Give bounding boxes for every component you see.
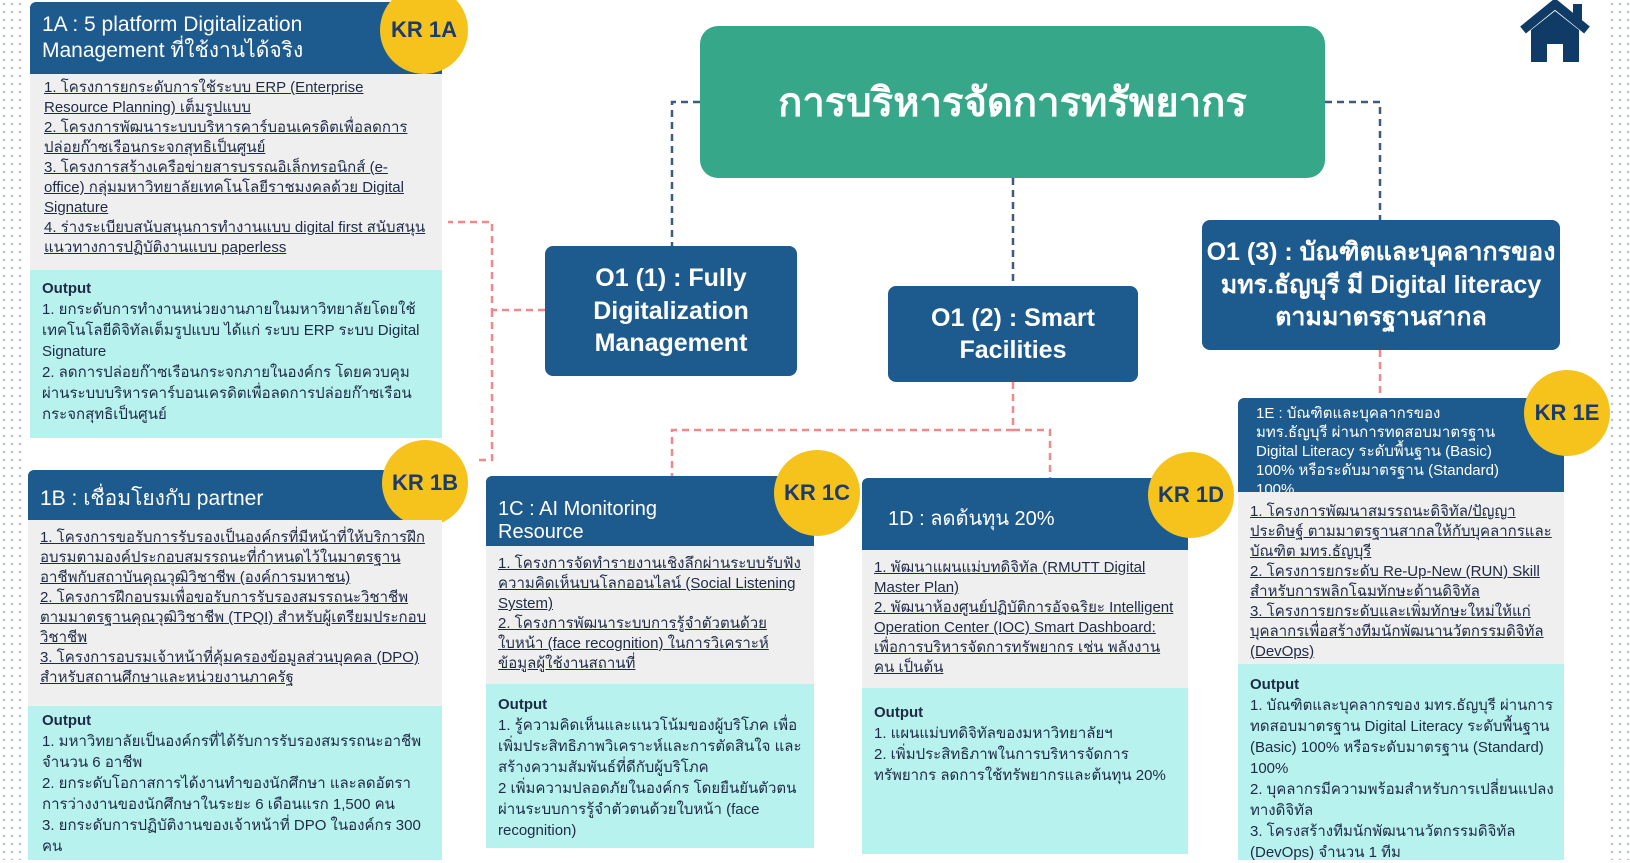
- output-item: 2. บุคลากรมีความพร้อมสำหรับการเปลี่ยนแปล…: [1250, 781, 1554, 819]
- kr1b-badge: KR 1B: [382, 440, 468, 526]
- list-item[interactable]: 1. โครงการจัดทำรายงานเชิงลึกผ่านระบบรับฟ…: [498, 555, 801, 612]
- kr1c-project-list: 1. โครงการจัดทำรายงานเชิงลึกผ่านระบบรับฟ…: [486, 546, 814, 684]
- connector-o1-kr1b: [478, 310, 494, 462]
- connector-o2-kr1c: [670, 428, 1013, 476]
- output-item: 1. รู้ความคิดเห็นและแนวโน้มของผู้บริโภค …: [498, 717, 802, 776]
- kr1b-project-list: 1. โครงการขอรับการรับรองเป็นองค์กรที่มีห…: [28, 520, 442, 706]
- output-label: Output: [498, 696, 548, 713]
- output-item: 2 เพิ่มความปลอดภัยในองค์กร โดยยืนยันตัวต…: [498, 780, 797, 839]
- objective-o2: O1 (2) : Smart Facilities: [888, 286, 1138, 382]
- kr1e-badge: KR 1E: [1524, 370, 1610, 456]
- output-item: 2. ยกระดับโอกาสการได้งานทำของนักศึกษา แล…: [42, 775, 411, 813]
- kr1a-badge: KR 1A: [380, 0, 468, 74]
- list-item[interactable]: 3. โครงการอบรมเจ้าหน้าที่คุ้มครองข้อมูลส…: [40, 649, 419, 686]
- kr1d-badge: KR 1D: [1148, 452, 1234, 538]
- list-item[interactable]: 1. โครงการยกระดับการใช้ระบบ ERP (Enterpr…: [44, 79, 364, 116]
- output-item: 1. แผนแม่บทดิจิทัลของมหาวิทยาลัยฯ: [874, 725, 1113, 742]
- output-item: 1. บัณฑิตและบุคลากรของ มทร.ธัญบุรี ผ่านก…: [1250, 697, 1553, 777]
- list-item[interactable]: 1. โครงการพัฒนาสมรรถนะดิจิทัล/ปัญญาประดิ…: [1250, 503, 1552, 560]
- objective-o1: O1 (1) : Fully Digitalization Management: [545, 246, 797, 376]
- kr1b-output: Output 1. มหาวิทยาลัยเป็นองค์กรที่ได้รับ…: [28, 706, 442, 860]
- list-item[interactable]: 3. โครงการสร้างเครือข่ายสารบรรณอิเล็กทรอ…: [44, 159, 404, 216]
- kr1d-header: 1D : ลดต้นทุน 20%: [862, 478, 1188, 550]
- output-item: 3. โครงสร้างทีมนักพัฒนานวัตกรรมดิจิทัล (…: [1250, 823, 1516, 861]
- list-item[interactable]: 2. โครงการฝึกอบรมเพื่อขอรับการรับรองสมรร…: [40, 589, 427, 646]
- list-item[interactable]: 1. พัฒนาแผนแม่บทดิจิทัล (RMUTT Digital M…: [874, 559, 1146, 596]
- kr1a-output: Output 1. ยกระดับการทำงานหน่วยงานภายในมห…: [30, 270, 442, 438]
- objective-o3: O1 (3) : บัณฑิตและบุคลากรของ มทร.ธัญบุรี…: [1202, 220, 1560, 350]
- list-item[interactable]: 1. โครงการขอรับการรับรองเป็นองค์กรที่มีห…: [40, 529, 425, 586]
- kr1d-output: Output 1. แผนแม่บทดิจิทัลของมหาวิทยาลัยฯ…: [862, 688, 1188, 854]
- output-label: Output: [42, 280, 92, 297]
- list-item[interactable]: 2. โครงการยกระดับ Re-Up-New (RUN) Skill …: [1250, 563, 1540, 600]
- kr1d-project-list: 1. พัฒนาแผนแม่บทดิจิทัล (RMUTT Digital M…: [862, 550, 1188, 688]
- kr1c-header: 1C : AI Monitoring Resource: [486, 476, 814, 546]
- output-item: 1. ยกระดับการทำงานหน่วยงานภายในมหาวิทยาล…: [42, 301, 420, 360]
- connector-title-o3: [1325, 100, 1382, 220]
- list-item[interactable]: 4. ร่างระเบียบสนับสนุนการทำงานแบบ digita…: [44, 219, 426, 256]
- kr1a-header: 1A : 5 platform Digitalization Managemen…: [30, 2, 442, 74]
- decor-dots-right: [1608, 0, 1630, 860]
- output-item: 3. ยกระดับการปฏิบัติงานของเจ้าหน้าที่ DP…: [42, 817, 421, 855]
- output-label: Output: [1250, 676, 1300, 693]
- main-title: การบริหารจัดการทรัพยากร: [700, 26, 1325, 178]
- kr1e-output: Output 1. บัณฑิตและบุคลากรของ มทร.ธัญบุร…: [1238, 664, 1564, 861]
- connector-title-o1: [670, 100, 700, 246]
- list-item[interactable]: 2. โครงการพัฒนาระบบบริหารคาร์บอนเครดิตเพ…: [44, 119, 408, 156]
- kr1b-header: 1B : เชื่อมโยงกับ partner: [28, 470, 442, 520]
- kr1c-output: Output 1. รู้ความคิดเห็นและแนวโน้มของผู้…: [486, 684, 814, 848]
- output-label: Output: [42, 712, 92, 729]
- output-item: 2. เพิ่มประสิทธิภาพในการบริหารจัดการทรัพ…: [874, 746, 1166, 784]
- connector-o1-kr1a: [448, 220, 545, 312]
- output-item: 1. มหาวิทยาลัยเป็นองค์กรที่ได้รับการรับร…: [42, 733, 422, 771]
- kr1a-project-list: 1. โครงการยกระดับการใช้ระบบ ERP (Enterpr…: [30, 74, 442, 270]
- list-item[interactable]: 2. โครงการพัฒนาระบบการรู้จำตัวตนด้วยใบหน…: [498, 615, 769, 672]
- output-item: 2. ลดการปล่อยก๊าซเรือนกระจกภายในองค์กร โ…: [42, 364, 412, 423]
- connector-o2-kr1d: [1013, 428, 1052, 478]
- kr1e-project-list: 1. โครงการพัฒนาสมรรถนะดิจิทัล/ปัญญาประดิ…: [1238, 492, 1564, 664]
- decor-dots-left: [0, 0, 22, 860]
- kr1c-badge: KR 1C: [774, 450, 860, 536]
- list-item[interactable]: 3. โครงการยกระดับและเพิ่มทักษะใหม่ให้แก่…: [1250, 603, 1544, 660]
- list-item[interactable]: 2. พัฒนาห้องศูนย์ปฏิบัติการอัจฉริยะ Inte…: [874, 599, 1174, 676]
- kr1e-header: 1E : บัณฑิตและบุคลากรของ มทร.ธัญบุรี ผ่า…: [1238, 398, 1564, 498]
- home-icon[interactable]: [1515, 0, 1595, 65]
- output-label: Output: [874, 704, 924, 721]
